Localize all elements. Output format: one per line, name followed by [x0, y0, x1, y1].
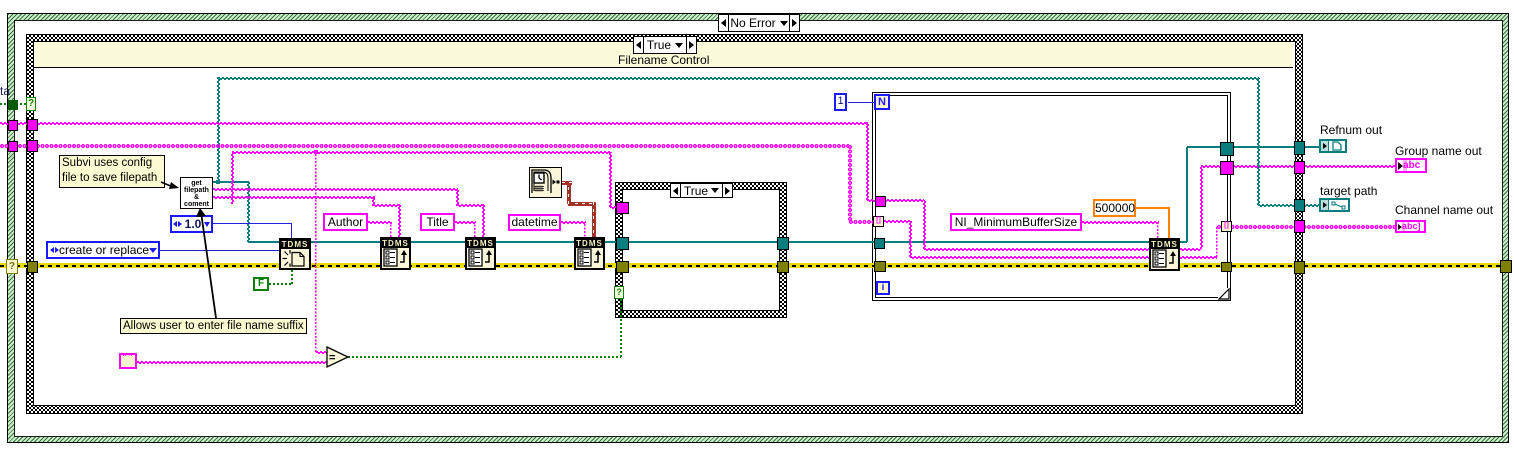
svg-text:=: = — [329, 352, 335, 364]
